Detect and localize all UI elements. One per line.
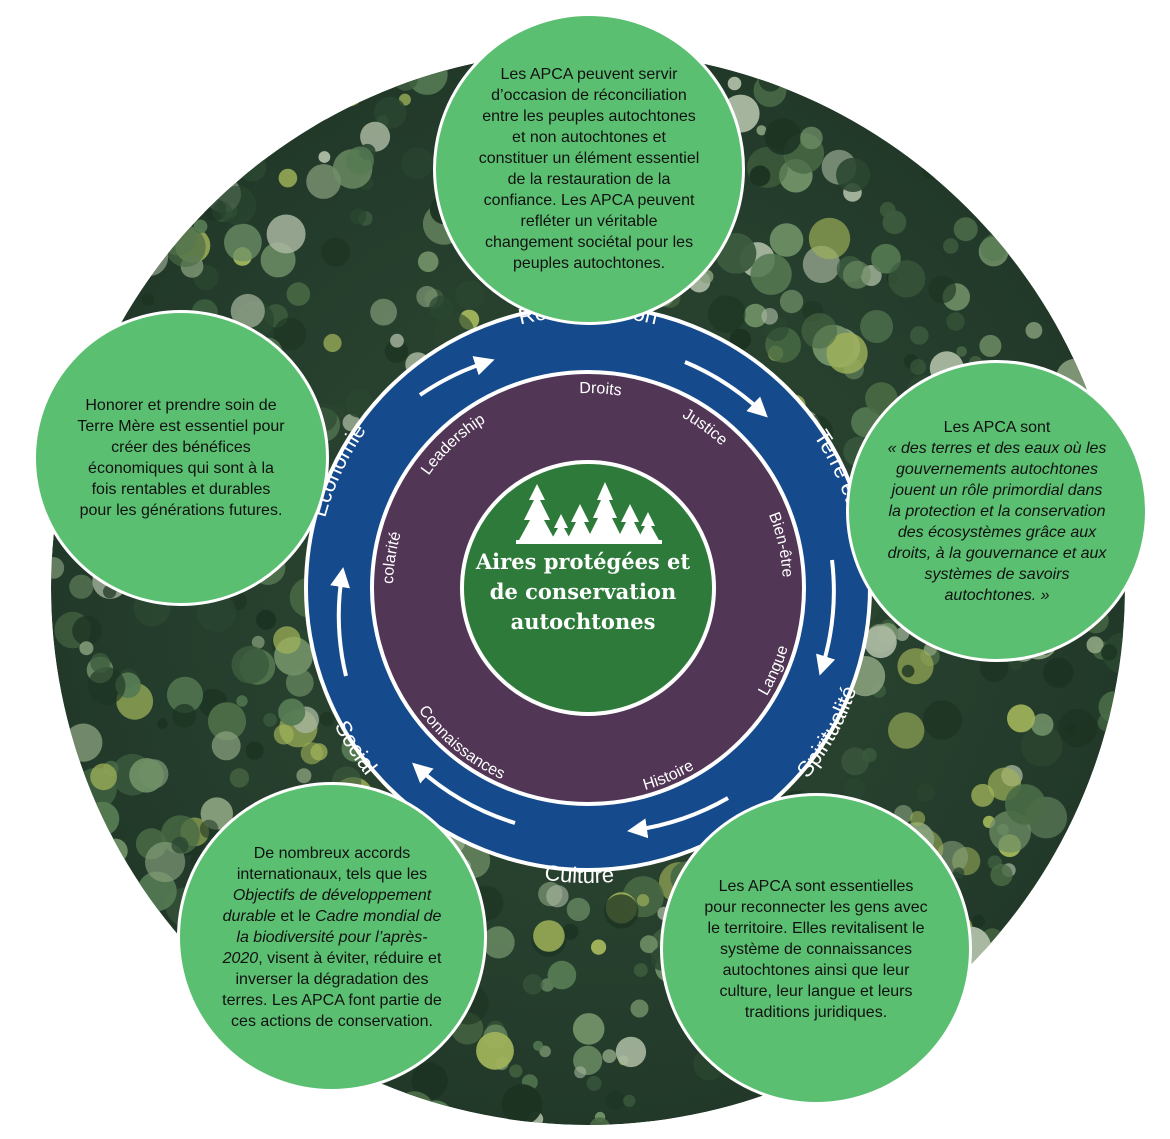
bubble-terre-et-eau: Les APCA sont « des terres et des eaux o… — [846, 360, 1148, 662]
arrow-social-to-economie — [330, 567, 350, 677]
bubble-economie-text: Honorer et prendre soin de Terre Mère es… — [77, 397, 285, 519]
bubble-terre-et-eau-intro: Les APCA sont — [943, 418, 1051, 436]
bubble-reconciliation: Les APCA peuvent servir d’occasion de ré… — [433, 13, 745, 325]
bubble-social: De nombreux accords internationaux, tels… — [177, 782, 487, 1092]
bubble-social-text-1: De nombreux accords internationaux, tels… — [236, 844, 428, 883]
bubble-spiritualite-culture: Les APCA sont essentielles pour reconnec… — [660, 793, 972, 1105]
bubble-social-cadre: Cadre mondial de la biodiversité pour l’… — [222, 907, 442, 967]
bubble-spiritualite-culture-text: Les APCA sont essentielles pour reconnec… — [704, 877, 928, 1021]
center-title: Aires protégées et de conservation autoc… — [475, 549, 691, 634]
bubble-economie: Honorer et prendre soin de Terre Mère es… — [33, 310, 329, 606]
label-droits: Droits — [579, 380, 623, 400]
bubble-social-text-5: , visent à éviter, réduire et inverser l… — [222, 949, 442, 1030]
arrow-culture-to-social — [412, 762, 516, 825]
bubble-social-odd: Objectifs de développement durable — [222, 886, 432, 925]
label-culture: Culture — [543, 860, 615, 888]
bubble-terre-et-eau-quote: « des terres et des eaux où les gouverne… — [887, 439, 1107, 604]
pine-trees-icon — [516, 482, 662, 544]
bubble-social-text-3: et le — [275, 907, 316, 925]
arrow-economie-to-reconciliation — [418, 356, 495, 397]
arrow-reconciliation-to-terre — [684, 360, 768, 418]
cycle-arrows — [330, 356, 836, 839]
bubble-social-text: De nombreux accords internationaux, tels… — [220, 843, 445, 1032]
arrow-terre-to-spiritualite — [816, 559, 836, 676]
bubble-reconciliation-text: Les APCA peuvent servir d’occasion de ré… — [478, 66, 700, 272]
bubble-terre-et-eau-text: Les APCA sont « des terres et des eaux o… — [887, 417, 1107, 606]
arrow-spiritualite-to-culture — [627, 796, 729, 839]
